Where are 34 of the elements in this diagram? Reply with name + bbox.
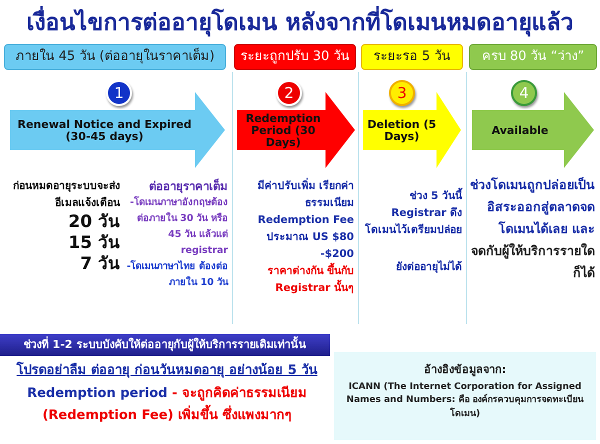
label-text: ก่อนหมดอายุระบบจะส่งอีเมลแจ้งเตือน <box>12 179 120 211</box>
arrow-label: Available <box>490 123 550 139</box>
label-text: จดกับผู้ให้บริการรายใดก็ได้ <box>470 242 595 282</box>
label-text: ประมาณ US $80 -$200 <box>266 230 354 262</box>
source-heading: อ้างอิงข้อมูลจาก: <box>422 362 508 378</box>
label-text: -โดเมนภาษาไทย ต้องต่อภายใน 10 วัน <box>126 259 228 290</box>
label-text: ราคาต่างกัน ขึ้นกับ Registrar นั้นๆ <box>236 263 354 297</box>
label-text: ยังต่ออายุไม่ได้ <box>395 259 462 275</box>
label-text: 20 วัน <box>67 212 120 233</box>
label-text: ช่วงโดเมนถูกปล่อยเป็นอิสระออกสู่ตลาดจดโดเมนได้เลย และ <box>470 176 595 238</box>
label-text: ต่ออายุราคาเต็ม <box>148 178 228 195</box>
label-text: ช่วง 5 วันนี้ Registrar ดึงโดเมนไว้เตรียมปล่อย <box>362 188 462 239</box>
label-text: 7 วัน <box>79 254 120 275</box>
title: เงื่อนไขการต่ออายุโดเมน หลังจากที่โดเมนหมดอายุแล้ว <box>0 4 600 40</box>
label-text: Redemption Fee <box>256 213 354 228</box>
source-panel <box>334 352 596 440</box>
header-band: ระยะถูกปรับ 30 วัน <box>234 44 356 70</box>
step-number-badge: 4 <box>511 80 537 106</box>
source-note: ICANN (The Internet Corporation for Assigned Names and Numbers: คือ องค์กรควบคุมการจดทะเบียนโดเมน) <box>345 382 585 420</box>
header-band: ครบ 80 วัน “ว่าง” <box>469 44 597 70</box>
note-text: Redemption period - จะถูกคิดค่าธรรมเนียม (Redemption Fee) เพิ่มขึ้น ซึ่งแพงมากๆ <box>26 384 308 425</box>
step-number-badge: 3 <box>389 80 415 106</box>
step-number-badge: 2 <box>276 80 302 106</box>
note-text: โปรดอย่าลืม ต่ออายุ ก่อนวันหมดอายุ อย่างน้อย 5 วัน <box>15 362 318 379</box>
step-number-badge: 1 <box>106 80 132 106</box>
arrow-label: Renewal Notice and Expired (30-45 days) <box>16 117 192 145</box>
label-text: -โดเมนภาษาอังกฤษต้องต่อภายใน 30 วัน หรือ 45 วัน แล้วแต่ registrar <box>129 195 228 258</box>
label-text: มีค่าปรับเพิ่ม เรียกค่าธรรมเนียม <box>236 178 354 212</box>
note-banner: ช่วงที่ 1-2 ระบบบังคับให้ต่ออายุกับผู้ให้บริการรายเดิมเท่านั้น <box>0 334 330 356</box>
arrow-label: Deletion (5 Days) <box>367 117 436 145</box>
label-text: 15 วัน <box>67 233 120 254</box>
arrow-label: Redemption Period (30 Days) <box>244 116 322 146</box>
header-band: ภายใน 45 วัน (ต่ออายุในราคาเต็ม) <box>4 44 226 70</box>
header-band: ระยะรอ 5 วัน <box>361 44 463 70</box>
